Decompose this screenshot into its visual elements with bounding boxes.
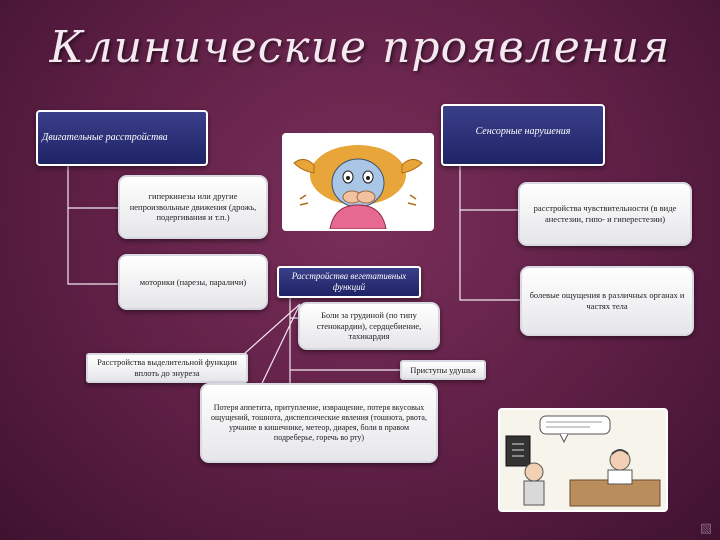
hyperkinesis-text: гиперкинезы или другие непроизвольные дв… [129,191,257,223]
hyperkinesis-box: гиперкинезы или другие непроизвольные дв… [118,175,268,239]
chest-pain-text: Боли за грудиной (по типу стенокардии), … [316,310,422,342]
appetite-box: Потеря аппетита, притупление, извращение… [200,383,438,463]
chest-pain-box: Боли за грудиной (по типу стенокардии), … [298,302,440,350]
body-pain-text: болевые ощущения в различных органах и ч… [529,290,685,311]
excretory-box: Расстройства выделительной функции вплот… [86,353,248,383]
watermark-corner: ▧ [699,521,712,536]
sensory-disorders-header: Сенсорные нарушения [441,104,605,166]
suffocation-box: Приступы удушья [400,360,486,380]
appetite-text: Потеря аппетита, притупление, извращение… [211,403,427,442]
vegetative-disorders-header: Расстройства вегетативных функций [277,266,421,298]
sensitivity-text: расстройства чувствительности (в виде ан… [533,203,677,224]
suffocation-text: Приступы удушья [410,364,476,375]
connector-chest-appetite [254,303,301,399]
sensory-disorders-header-label: Сенсорные нарушения [475,126,571,137]
sensitivity-box: расстройства чувствительности (в виде ан… [518,182,692,246]
slide-title: Клинические проявления [49,22,671,73]
connector-motor-hyperkinesis [67,166,118,209]
connector-sensory-bodypain [459,210,520,301]
doctor-patient-cartoon-icon [498,408,668,512]
paresis-text: моторики (парезы, параличи) [139,276,247,287]
connector-motor-paresis [67,208,118,285]
body-pain-box: болевые ощущения в различных органах и ч… [520,266,694,336]
scared-child-icon [282,133,434,231]
vegetative-disorders-header-label: Расстройства вегетативных функций [291,270,407,292]
excretory-text: Расстройства выделительной функции вплот… [97,357,237,378]
connector-sensory-sensitivity [459,166,518,211]
motor-disorders-header: Двигательные расстройства [36,110,208,166]
motor-disorders-header-label: Двигательные расстройства [42,131,168,143]
paresis-box: моторики (парезы, параличи) [118,254,268,310]
connector-chest-excretory [234,303,301,363]
